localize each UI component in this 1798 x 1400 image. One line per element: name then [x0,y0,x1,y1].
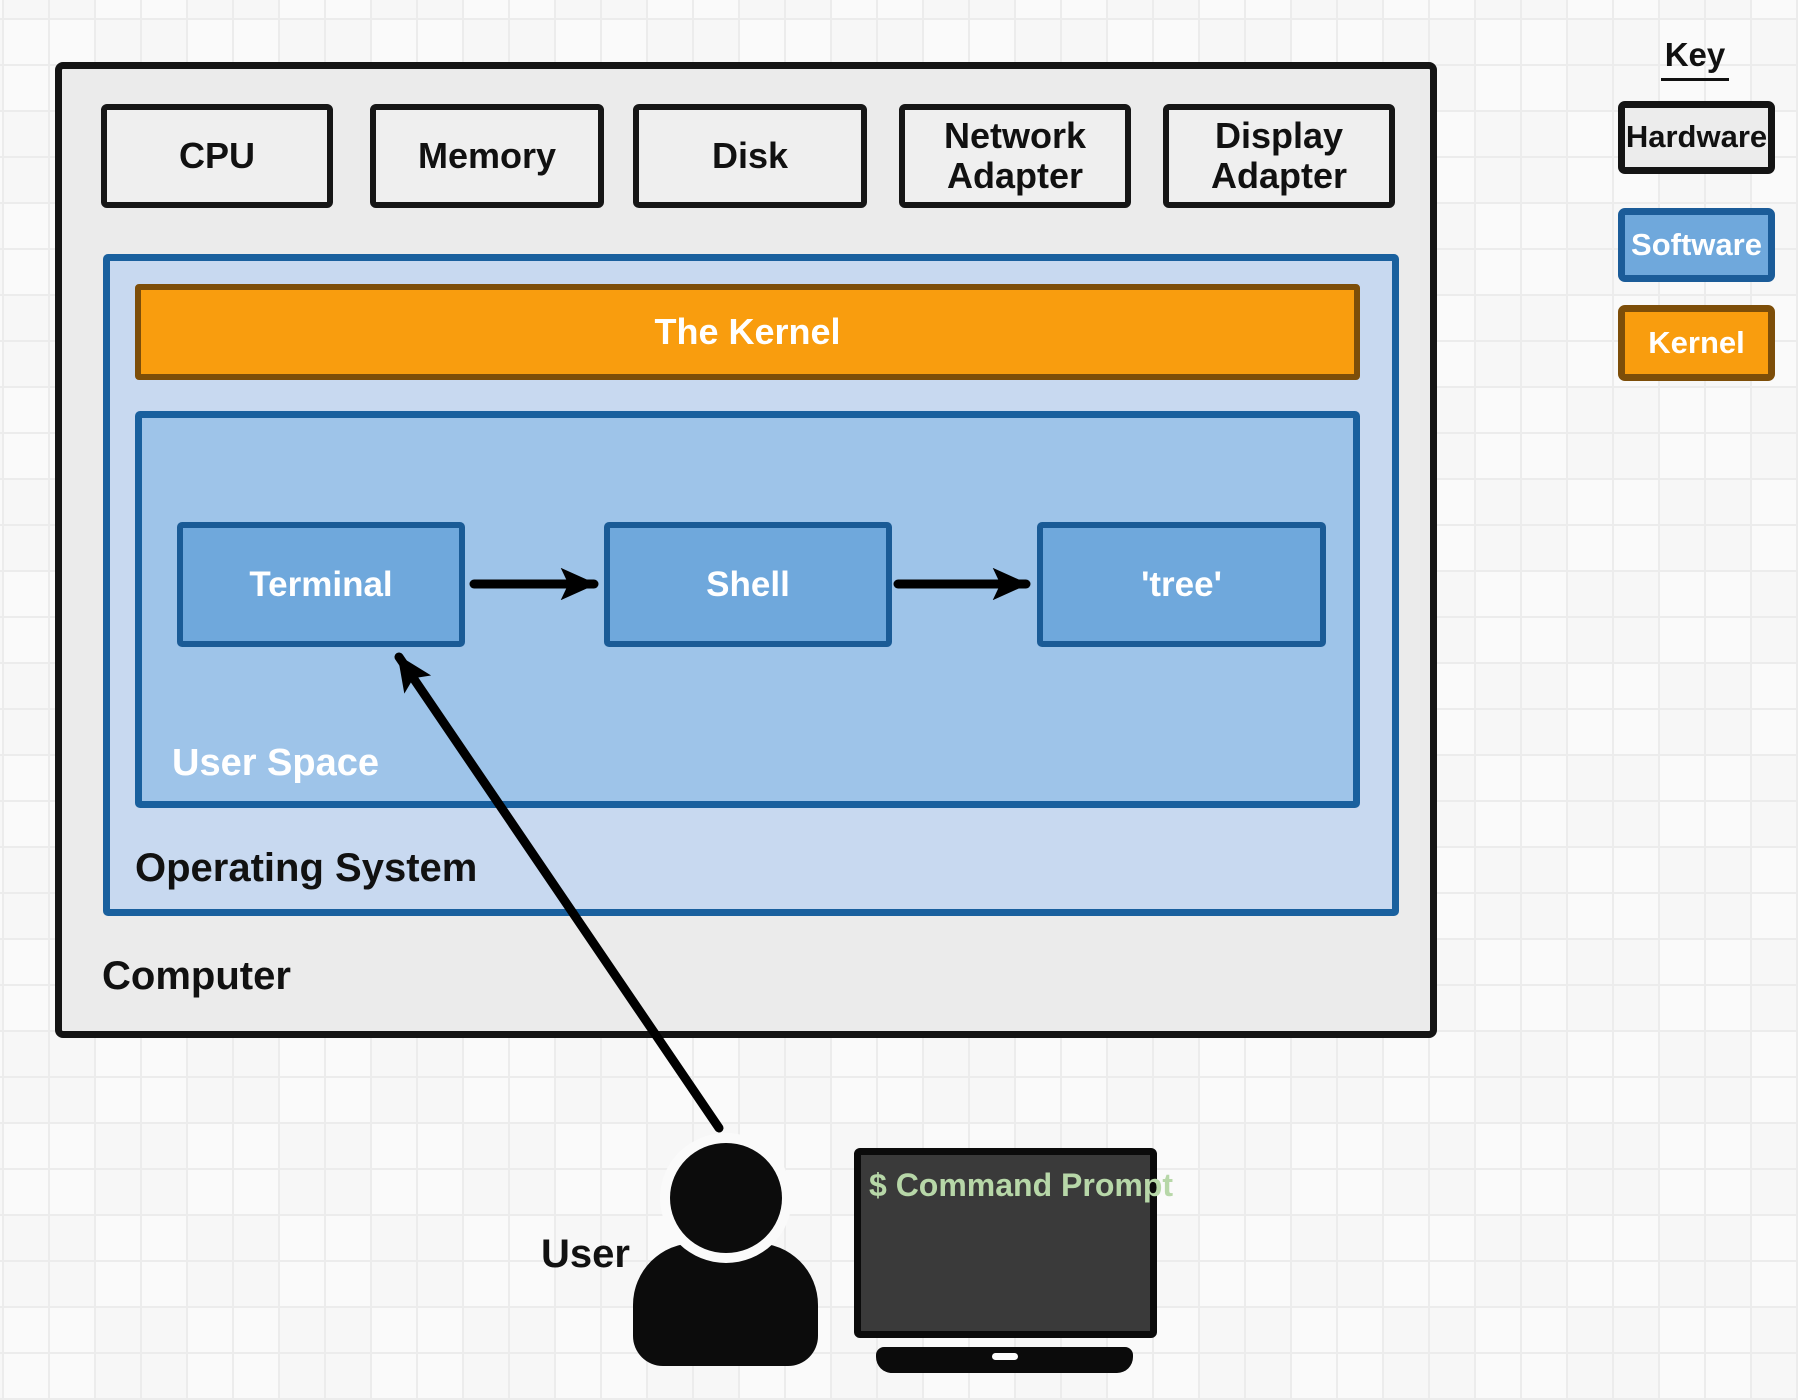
kernel-bar: The Kernel [135,284,1360,380]
user-label: User [541,1232,630,1276]
hardware-box-label: Disk [711,134,789,176]
monitor-screen-text: $ Command Prompt [869,1167,1174,1203]
monitor-screen: $ Command Prompt [854,1148,1173,1338]
key-item-software: Software [1618,208,1775,282]
computer-label: Computer [102,954,291,998]
hardware-box-label: Display Adapter [1210,114,1348,196]
hardware-box-disk: Disk [633,104,867,208]
hardware-box-network-adapter: Network Adapter [899,104,1131,208]
app-box-shell: Shell [604,522,892,647]
app-box-label: Shell [706,564,790,604]
key-item-label: Hardware [1625,119,1768,155]
user-icon-body [633,1243,818,1366]
hardware-box-label: CPU [178,134,255,176]
app-box-label: 'tree' [1141,564,1222,604]
operating-system-label: Operating System [135,846,478,890]
user-space-label: User Space [172,742,380,784]
key-item-label: Kernel [1648,324,1745,360]
hardware-box-display-adapter: Display Adapter [1163,104,1395,208]
monitor-stand-light [992,1353,1018,1360]
user-icon-head [670,1143,782,1253]
monitor-stand [876,1347,1133,1373]
hardware-box-label: Memory [417,134,557,176]
key-item-label: Software [1631,226,1762,262]
hardware-box-cpu: CPU [101,104,333,208]
app-box-label: Terminal [249,564,393,604]
hardware-box-memory: Memory [370,104,604,208]
app-box-terminal: Terminal [177,522,465,647]
key-item-kernel: Kernel [1618,305,1775,381]
app-box-tree: 'tree' [1037,522,1326,647]
key-item-hardware: Hardware [1618,101,1775,174]
kernel-label: The Kernel [654,310,841,352]
key-title: Key [1640,36,1750,81]
hardware-box-label: Network Adapter [943,114,1087,196]
